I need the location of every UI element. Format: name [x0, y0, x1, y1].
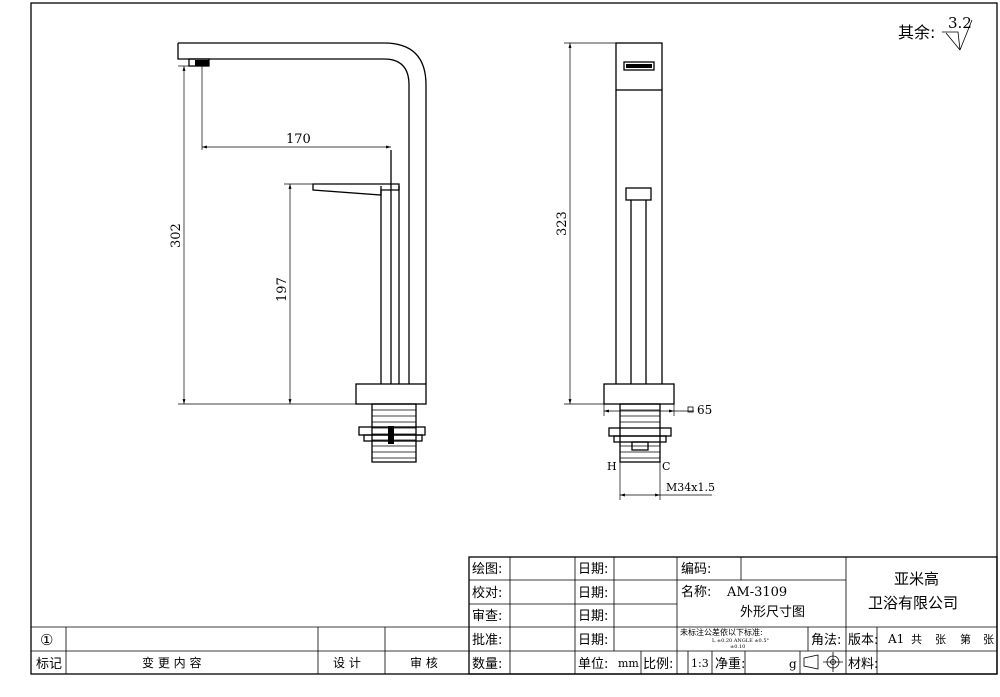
checked-label: 校对:: [472, 585, 502, 601]
dim-side-height: 323: [555, 211, 570, 236]
reviewed-label: 审查:: [472, 609, 502, 624]
label-c: C: [662, 460, 670, 473]
dim-total-height: 302: [169, 223, 184, 248]
unit-value: mm: [618, 657, 639, 670]
sheet-border: [30, 2, 998, 675]
approved-label: 批准:: [472, 633, 502, 648]
date-label-1: 日期:: [578, 562, 608, 577]
company-line-1: 亚米高: [894, 570, 939, 588]
thread-spec: M34x1.5: [666, 481, 715, 494]
col-change: 变 更 内 容: [142, 655, 201, 670]
scale-label: 比例:: [643, 657, 673, 672]
date-label-2: 日期:: [578, 586, 608, 601]
col-design: 设 计: [333, 656, 361, 670]
revision-mark: ①: [40, 631, 53, 649]
date-label-3: 日期:: [578, 609, 608, 624]
roughness-value: 3.2: [948, 14, 972, 32]
material-label: 材料:: [848, 657, 878, 672]
unit-label: 单位:: [578, 657, 608, 672]
version-value: A1: [887, 632, 904, 646]
drawn-label: 绘图:: [472, 562, 502, 577]
dim-base-width: 65: [697, 403, 712, 417]
roughness-symbol: 其余: 3.2: [898, 14, 973, 51]
version-label: 版本:: [848, 633, 878, 648]
sheet-no: 第: [960, 632, 971, 646]
sheet-word-2: 张: [983, 633, 994, 646]
side-handle: [625, 187, 652, 201]
net-weight-label: 净重:: [715, 656, 745, 672]
projection-symbol: [803, 652, 843, 672]
title-block: 绘图: 校对: 审查: 批准: 数量: 日期: 日期: 日期: 日期: 单位: …: [468, 556, 998, 675]
label-h: H: [607, 460, 617, 473]
drawing-title: 外形尺寸图: [740, 605, 805, 620]
name-label: 名称:: [681, 584, 711, 600]
side-base: [603, 383, 675, 405]
side-shank: [608, 403, 672, 463]
tolerance-line-1: L ±0.20 ANGLE ±0.5°: [712, 638, 770, 644]
quantity-label: 数量:: [472, 657, 502, 672]
side-view: H C 323 65 M34x1.5: [555, 42, 715, 500]
company-line-2: 卫浴有限公司: [868, 594, 958, 612]
tolerance-note: 未标注公差依以下标准:: [680, 627, 763, 637]
code-label: 编码:: [681, 562, 711, 577]
spout-outline: [177, 42, 427, 384]
revision-block: ① 标记 变 更 内 容 设 计 审 核: [31, 626, 469, 674]
roughness-label: 其余:: [898, 23, 935, 42]
tolerance-line-2: ±0.10: [730, 644, 745, 650]
handle-lever: [312, 183, 400, 196]
col-review: 审 核: [410, 655, 438, 670]
model-number: AM-3109: [726, 585, 787, 600]
col-mark: 标记: [36, 657, 62, 672]
base-flange: [355, 383, 427, 405]
date-label-4: 日期:: [578, 633, 608, 648]
front-view: 170 302 197: [169, 42, 427, 463]
sheet-total: 共: [911, 633, 922, 646]
spout-head: [615, 42, 663, 91]
net-weight-unit: g: [789, 657, 797, 671]
projection-label: 角法:: [811, 633, 841, 648]
scale-value: 1:3: [691, 657, 709, 670]
threaded-shank: [358, 403, 426, 463]
dim-spout-reach: 170: [286, 132, 311, 147]
dim-handle-height: 197: [275, 277, 290, 302]
sheet-word: 张: [935, 633, 946, 646]
